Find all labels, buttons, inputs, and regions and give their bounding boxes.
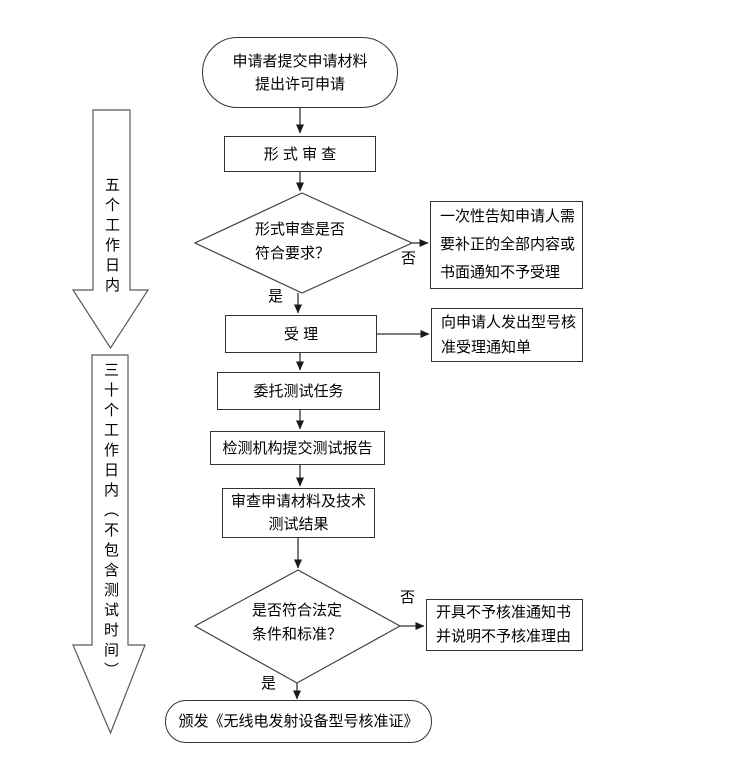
notice-accept-box: 向申请人发出型号核 准受理通知单 bbox=[431, 308, 583, 362]
notice-accept-line2: 准受理通知单 bbox=[441, 339, 532, 356]
review-materials-line1: 审查申请材料及技术 bbox=[230, 493, 366, 510]
timeline-arrow-30days bbox=[72, 354, 146, 735]
submit-report-label: 检测机构提交测试报告 bbox=[222, 439, 373, 457]
formal-review-box: 形 式 审 查 bbox=[224, 136, 376, 172]
decision-approve-diamond bbox=[193, 569, 402, 684]
formal-review-label: 形 式 审 查 bbox=[263, 145, 337, 163]
timeline-30days-label: 三十个工作日内（不包含测试时间） bbox=[102, 362, 119, 682]
decision-approve-line2: 条件和标准？ bbox=[252, 626, 343, 643]
decision-formal-line2: 符合要求？ bbox=[255, 245, 331, 262]
start-line2: 提出许可申请 bbox=[254, 75, 345, 93]
notice-correct-box: 一次性告知申请人需 要补正的全部内容或 书面通知不予受理 bbox=[430, 201, 583, 289]
submit-report-box: 检测机构提交测试报告 bbox=[210, 431, 385, 465]
review-materials-box: 审查申请材料及技术 测试结果 bbox=[222, 488, 375, 538]
decision-formal-text: 形式审查是否 符合要求？ bbox=[255, 218, 345, 266]
decision-formal-line1: 形式审查是否 bbox=[255, 221, 346, 238]
decision-approve-yes-label: 是 bbox=[261, 675, 277, 692]
accept-box: 受 理 bbox=[225, 315, 377, 353]
decision-formal-yes-label: 是 bbox=[268, 288, 284, 305]
start-line1: 申请者提交申请材料 bbox=[232, 52, 368, 70]
decision-approve-text: 是否符合法定 条件和标准？ bbox=[252, 599, 342, 647]
decision-formal-no-label: 否 bbox=[401, 250, 417, 267]
notice-correct-line3: 书面通知不予受理 bbox=[440, 264, 561, 281]
connector-lines bbox=[293, 108, 430, 700]
review-materials-line2: 测试结果 bbox=[268, 516, 329, 533]
end-label: 颁发《无线电发射设备型号核准证》 bbox=[178, 713, 419, 730]
delegate-test-box: 委托测试任务 bbox=[217, 372, 380, 410]
notice-reject-box: 开具不予核准通知书 并说明不予核准理由 bbox=[426, 599, 583, 651]
notice-reject-line1: 开具不予核准通知书 bbox=[436, 604, 572, 621]
accept-label: 受 理 bbox=[283, 325, 319, 343]
start-node: 申请者提交申请材料 提出许可申请 bbox=[202, 37, 398, 108]
decision-approve-no-label: 否 bbox=[400, 589, 416, 606]
notice-accept-line1: 向申请人发出型号核 bbox=[441, 314, 577, 331]
decision-approve-line1: 是否符合法定 bbox=[252, 602, 343, 619]
decision-formal-diamond bbox=[193, 192, 414, 294]
end-node: 颁发《无线电发射设备型号核准证》 bbox=[165, 700, 432, 743]
timeline-5days-label: 五个工作日内 bbox=[103, 177, 120, 297]
timeline-arrow-5days bbox=[71, 109, 150, 350]
notice-reject-line2: 并说明不予核准理由 bbox=[436, 628, 572, 645]
notice-correct-line1: 一次性告知申请人需 bbox=[440, 208, 576, 225]
delegate-test-label: 委托测试任务 bbox=[253, 382, 344, 400]
notice-correct-line2: 要补正的全部内容或 bbox=[440, 236, 576, 253]
